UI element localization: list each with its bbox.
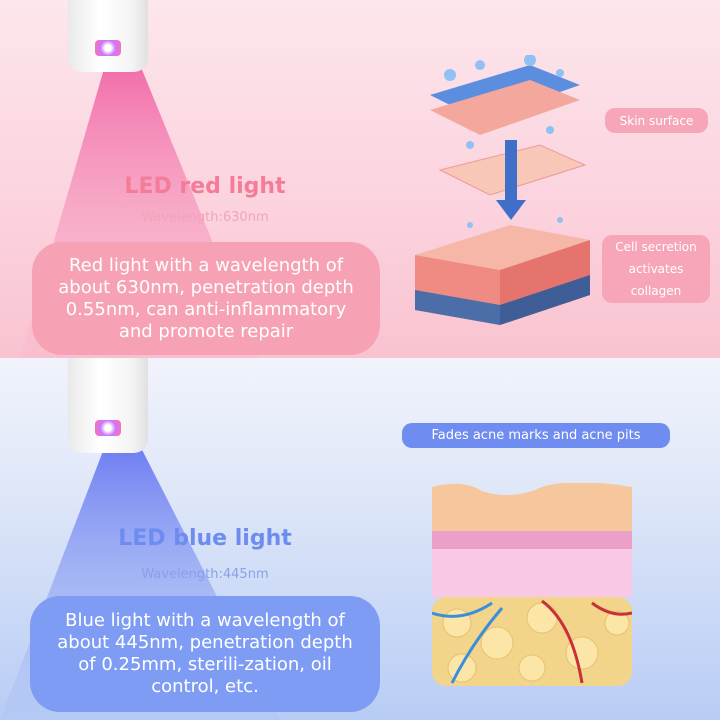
device-head-red — [68, 0, 148, 72]
blue-wavelength: Wavelength:445nm — [141, 567, 269, 582]
collagen-label: Cell secretion activates collagen — [602, 235, 710, 303]
red-wavelength: Wavelength:630nm — [141, 210, 269, 225]
device-head-blue — [68, 358, 148, 453]
blue-light-section: LED blue light Wavelength:445nm Blue lig… — [0, 358, 720, 720]
red-description-box: Red light with a wavelength of about 630… — [32, 242, 380, 355]
red-light-section: LED red light Wavelength:630nm Red light… — [0, 0, 720, 358]
blue-title: LED blue light — [118, 526, 292, 551]
blue-description-box: Blue light with a wavelength of about 44… — [30, 596, 380, 712]
red-title: LED red light — [124, 174, 286, 199]
skin-surface-label: Skin surface — [605, 108, 708, 133]
skin-cross-section-illustration — [432, 483, 632, 686]
skin-layers-illustration — [415, 55, 590, 325]
acne-label: Fades acne marks and acne pits — [402, 423, 670, 448]
